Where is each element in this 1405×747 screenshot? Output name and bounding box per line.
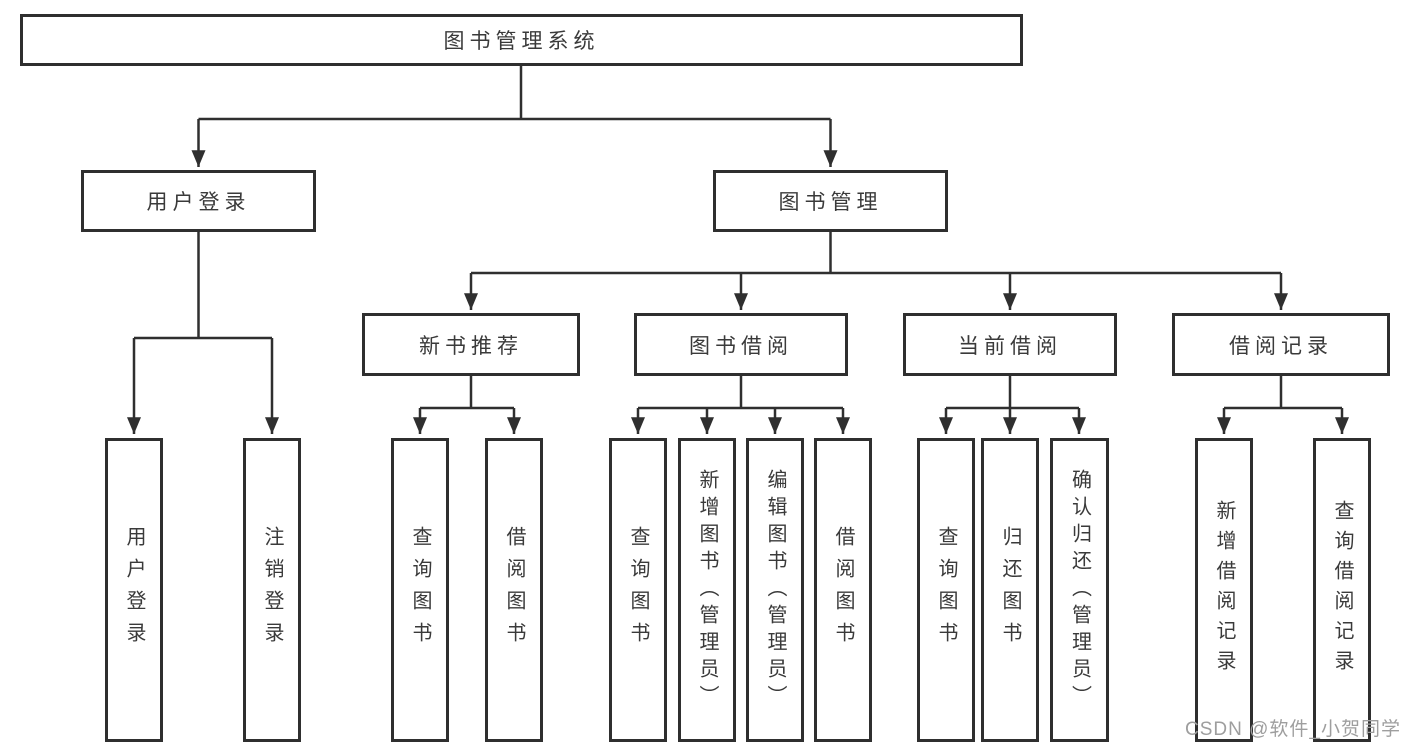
leaf-query-books-recommend-label: 查询图书 <box>409 526 431 654</box>
node-root: 图书管理系统 <box>20 14 1023 66</box>
leaf-return-book-label: 归还图书 <box>999 526 1021 654</box>
leaf-query-books-current-label: 查询图书 <box>935 526 957 654</box>
leaf-logout-label: 注销登录 <box>261 526 283 654</box>
leaf-confirm-return-admin-label: 确认归还（管理员） <box>1068 468 1091 712</box>
node-book-management-label: 图书管理 <box>778 191 883 214</box>
node-current-borrow: 当前借阅 <box>903 313 1117 376</box>
node-borrow-records-label: 借阅记录 <box>1229 334 1333 358</box>
leaf-query-books-current: 查询图书 <box>917 438 975 742</box>
leaf-borrow-books: 借阅图书 <box>814 438 872 742</box>
node-user-login-label: 用户登录 <box>146 191 251 214</box>
node-book-borrow: 图书借阅 <box>634 313 848 376</box>
leaf-confirm-return-admin: 确认归还（管理员） <box>1050 438 1109 742</box>
leaf-add-borrow-record: 新增借阅记录 <box>1195 438 1253 742</box>
leaf-query-books-recommend: 查询图书 <box>391 438 449 742</box>
leaf-borrow-books-recommend: 借阅图书 <box>485 438 543 742</box>
leaf-borrow-books-recommend-label: 借阅图书 <box>503 526 525 654</box>
leaf-logout: 注销登录 <box>243 438 301 742</box>
leaf-edit-book-admin: 编辑图书（管理员） <box>746 438 804 742</box>
node-book-management: 图书管理 <box>713 170 948 232</box>
leaf-edit-book-admin-label: 编辑图书（管理员） <box>764 468 786 712</box>
leaf-user-login-label: 用户登录 <box>123 526 145 654</box>
leaf-query-borrow-record: 查询借阅记录 <box>1313 438 1371 742</box>
node-user-login: 用户登录 <box>81 170 316 232</box>
leaf-query-books-borrow-label: 查询图书 <box>627 526 649 654</box>
node-root-label: 图书管理系统 <box>443 30 600 53</box>
leaf-query-books-borrow: 查询图书 <box>609 438 667 742</box>
leaf-add-book-admin-label: 新增图书（管理员） <box>696 468 718 712</box>
node-borrow-records: 借阅记录 <box>1172 313 1390 376</box>
node-current-borrow-label: 当前借阅 <box>958 334 1062 358</box>
leaf-return-book: 归还图书 <box>981 438 1039 742</box>
leaf-user-login: 用户登录 <box>105 438 163 742</box>
node-book-borrow-label: 图书借阅 <box>689 334 793 358</box>
leaf-query-borrow-record-label: 查询借阅记录 <box>1331 500 1353 680</box>
leaf-borrow-books-label: 借阅图书 <box>832 526 854 654</box>
node-new-book-recommend-label: 新书推荐 <box>419 334 523 358</box>
leaf-add-book-admin: 新增图书（管理员） <box>678 438 736 742</box>
node-new-book-recommend: 新书推荐 <box>362 313 580 376</box>
watermark: CSDN @软件_小贺同学 <box>1185 719 1401 740</box>
leaf-add-borrow-record-label: 新增借阅记录 <box>1213 500 1235 680</box>
